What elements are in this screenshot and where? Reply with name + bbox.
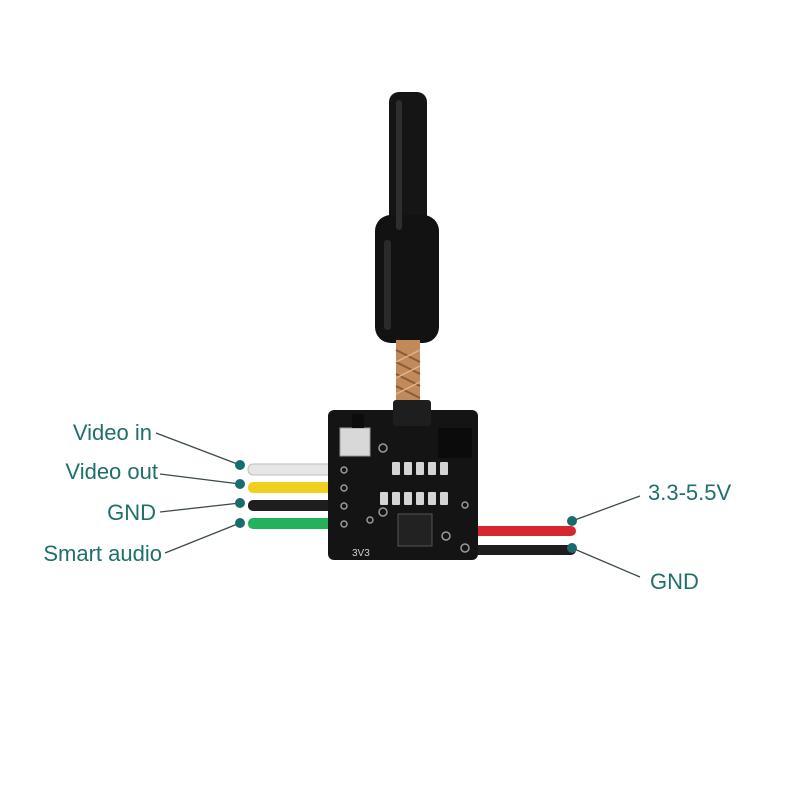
board-marking-3v3: 3V3 xyxy=(352,548,370,559)
led-row-bottom xyxy=(380,492,448,505)
pcb-vias xyxy=(340,443,470,553)
label-video-out: Video out xyxy=(65,459,158,484)
leader-gnd-left xyxy=(159,502,241,513)
wire-green xyxy=(248,518,344,529)
label-gnd-right: GND xyxy=(650,569,699,594)
push-button-cap xyxy=(352,414,364,428)
main-ic xyxy=(397,513,433,547)
dot-smart-audio xyxy=(235,518,245,528)
leader-lines xyxy=(155,432,641,578)
leader-smart-audio xyxy=(164,522,241,554)
wire-black-right xyxy=(470,545,576,555)
label-voltage: 3.3-5.5V xyxy=(648,480,732,505)
antenna-highlight xyxy=(396,100,402,230)
leader-gnd-right xyxy=(571,547,641,578)
antenna-sleeve-highlight xyxy=(384,240,391,330)
dot-video-in xyxy=(235,460,245,470)
leader-video-in xyxy=(155,432,241,466)
label-smart-audio: Smart audio xyxy=(43,541,162,566)
top-right-chip xyxy=(438,428,472,458)
wire-yellow xyxy=(248,482,344,493)
dot-gnd-left xyxy=(235,498,245,508)
label-video-in: Video in xyxy=(72,420,152,445)
wire-red xyxy=(470,526,576,536)
pcb-board: 3V3 xyxy=(328,400,478,560)
leader-voltage xyxy=(571,495,641,522)
antenna xyxy=(375,92,439,343)
push-button xyxy=(339,427,371,457)
led-row-top xyxy=(392,462,448,475)
dot-video-out xyxy=(235,479,245,489)
leader-dots xyxy=(235,460,577,553)
ufl-connector xyxy=(393,400,431,426)
leader-video-out xyxy=(159,473,241,485)
label-gnd-left: GND xyxy=(107,500,156,525)
dot-voltage xyxy=(567,516,577,526)
coax-braid xyxy=(395,340,421,408)
right-wires xyxy=(470,526,576,555)
wire-black-left xyxy=(248,500,344,511)
coax-copper xyxy=(396,340,420,408)
dot-gnd-right xyxy=(567,543,577,553)
